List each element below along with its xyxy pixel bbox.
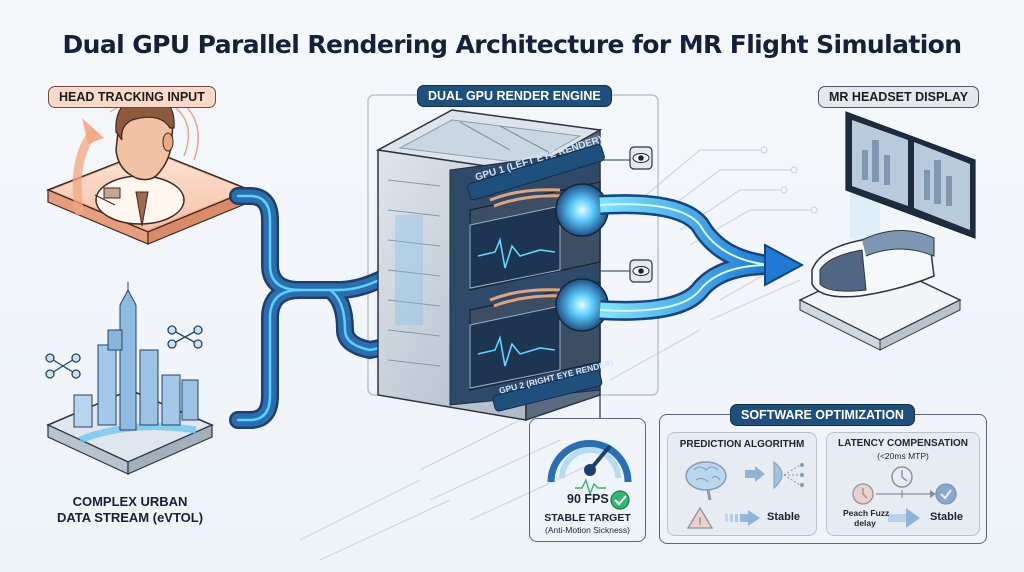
pilot-head-icon — [72, 95, 199, 227]
delay-label-line1: Peach Fuzz — [843, 508, 890, 518]
page-title: Dual GPU Parallel Rendering Architecture… — [62, 30, 963, 59]
gpu-2-label-badge — [492, 370, 603, 412]
drone-icons — [45, 325, 203, 379]
prediction-card — [667, 432, 817, 536]
arrowhead-icon — [764, 243, 805, 287]
gpu-2-fan — [555, 278, 609, 332]
output-beams — [599, 194, 805, 321]
headset-display-label: MR HEADSET DISPLAY — [818, 86, 980, 108]
urban-data-label: COMPLEX URBAN DATA STREAM (eVTOL) — [40, 494, 220, 526]
fps-card — [529, 418, 646, 542]
prediction-title: PREDICTION ALGORITHM — [679, 439, 805, 450]
eye-icon-2 — [600, 259, 653, 283]
eye-icon-1 — [600, 146, 653, 170]
gpu-2 — [469, 278, 609, 391]
drive-bays — [387, 179, 441, 367]
software-optimization-label: SOFTWARE OPTIMIZATION — [730, 404, 915, 426]
prediction-result: Stable — [767, 511, 801, 523]
fps-stable-target: STABLE TARGET — [544, 512, 631, 524]
latency-card — [826, 432, 980, 536]
delay-label-line2: delay — [854, 518, 876, 528]
head-tracking-label: HEAD TRACKING INPUT — [48, 86, 216, 108]
gpu-1-fan — [555, 183, 609, 237]
speedometer-icon — [547, 440, 632, 497]
render-engine-label: DUAL GPU RENDER ENGINE — [417, 85, 612, 107]
fps-subtitle: (Anti-Motion Sickness) — [544, 525, 631, 535]
fps-value: 90 FPS — [567, 492, 609, 506]
latency-title: LATENCY COMPENSATION — [837, 438, 968, 449]
city-drones-icon — [45, 282, 214, 475]
latency-result: Stable — [930, 511, 964, 523]
latency-subtitle: (<20ms MTP) — [877, 451, 929, 461]
check-success-icon — [610, 490, 630, 510]
gpu-1 — [469, 181, 609, 291]
delay-label: Peach Fuzz delay — [843, 508, 890, 528]
gpu-1-label-badge — [466, 144, 605, 201]
urban-data-label-line2: DATA STREAM (eVTOL) — [56, 510, 204, 525]
vr-headset-icon — [798, 111, 976, 351]
urban-data-label-line1: COMPLEX URBAN — [72, 494, 188, 509]
